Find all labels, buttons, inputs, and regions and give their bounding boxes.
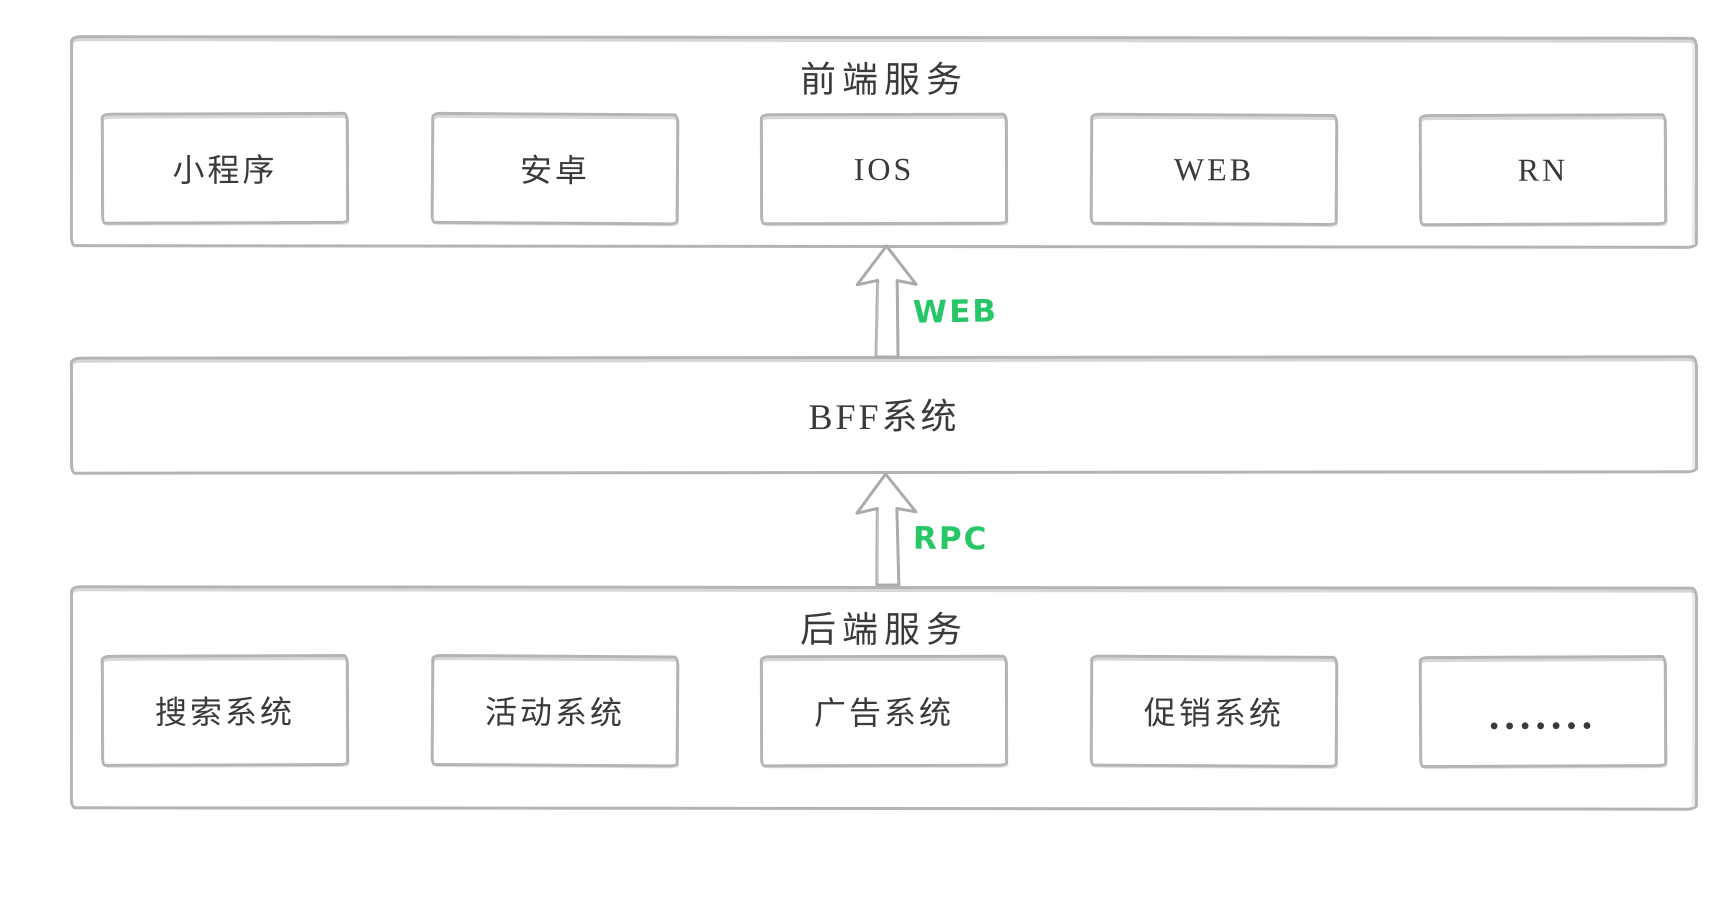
node-android: 安卓 (430, 111, 679, 226)
layer-backend-services: 后端服务 搜索系统 活动系统 广告系统 促销系统 ....... (69, 585, 1699, 811)
node-label: 安卓 (519, 152, 590, 189)
node-label: 促销系统 (1143, 694, 1284, 732)
layer-title-backend: 后端服务 (800, 609, 969, 651)
backend-box-row: 搜索系统 活动系统 广告系统 促销系统 ....... (100, 653, 1668, 769)
layer-frontend-services: 前端服务 小程序 安卓 IOS WEB RN (69, 35, 1699, 249)
node-label: 搜索系统 (154, 694, 296, 731)
node-activity-system: 活动系统 (430, 653, 679, 768)
node-ad-system: 广告系统 (759, 654, 1009, 768)
node-mini-program: 小程序 (100, 111, 350, 225)
arrow-label-rpc: RPC (912, 520, 989, 558)
node-label: WEB (1173, 150, 1254, 188)
node-ios: IOS (759, 112, 1009, 226)
node-label: 活动系统 (484, 694, 625, 732)
node-search-system: 搜索系统 (100, 653, 350, 767)
node-label: IOS (853, 150, 915, 187)
node-promotion-system: 促销系统 (1089, 654, 1338, 768)
node-ellipsis: ....... (1418, 655, 1668, 769)
layer-title-frontend: 前端服务 (800, 59, 969, 101)
layer-title-bff: BFF系统 (808, 396, 960, 438)
layer-bff-system: BFF系统 (69, 355, 1699, 475)
node-label: 小程序 (172, 152, 278, 189)
node-rn: RN (1418, 113, 1668, 227)
up-arrow-rpc-icon (850, 471, 923, 589)
arrow-label-web: WEB (912, 293, 999, 331)
up-arrow-web-icon (849, 243, 922, 362)
node-label: RN (1517, 151, 1569, 188)
node-label: 广告系统 (813, 694, 955, 732)
node-web: WEB (1089, 112, 1338, 227)
frontend-box-row: 小程序 安卓 IOS WEB RN (100, 111, 1668, 227)
